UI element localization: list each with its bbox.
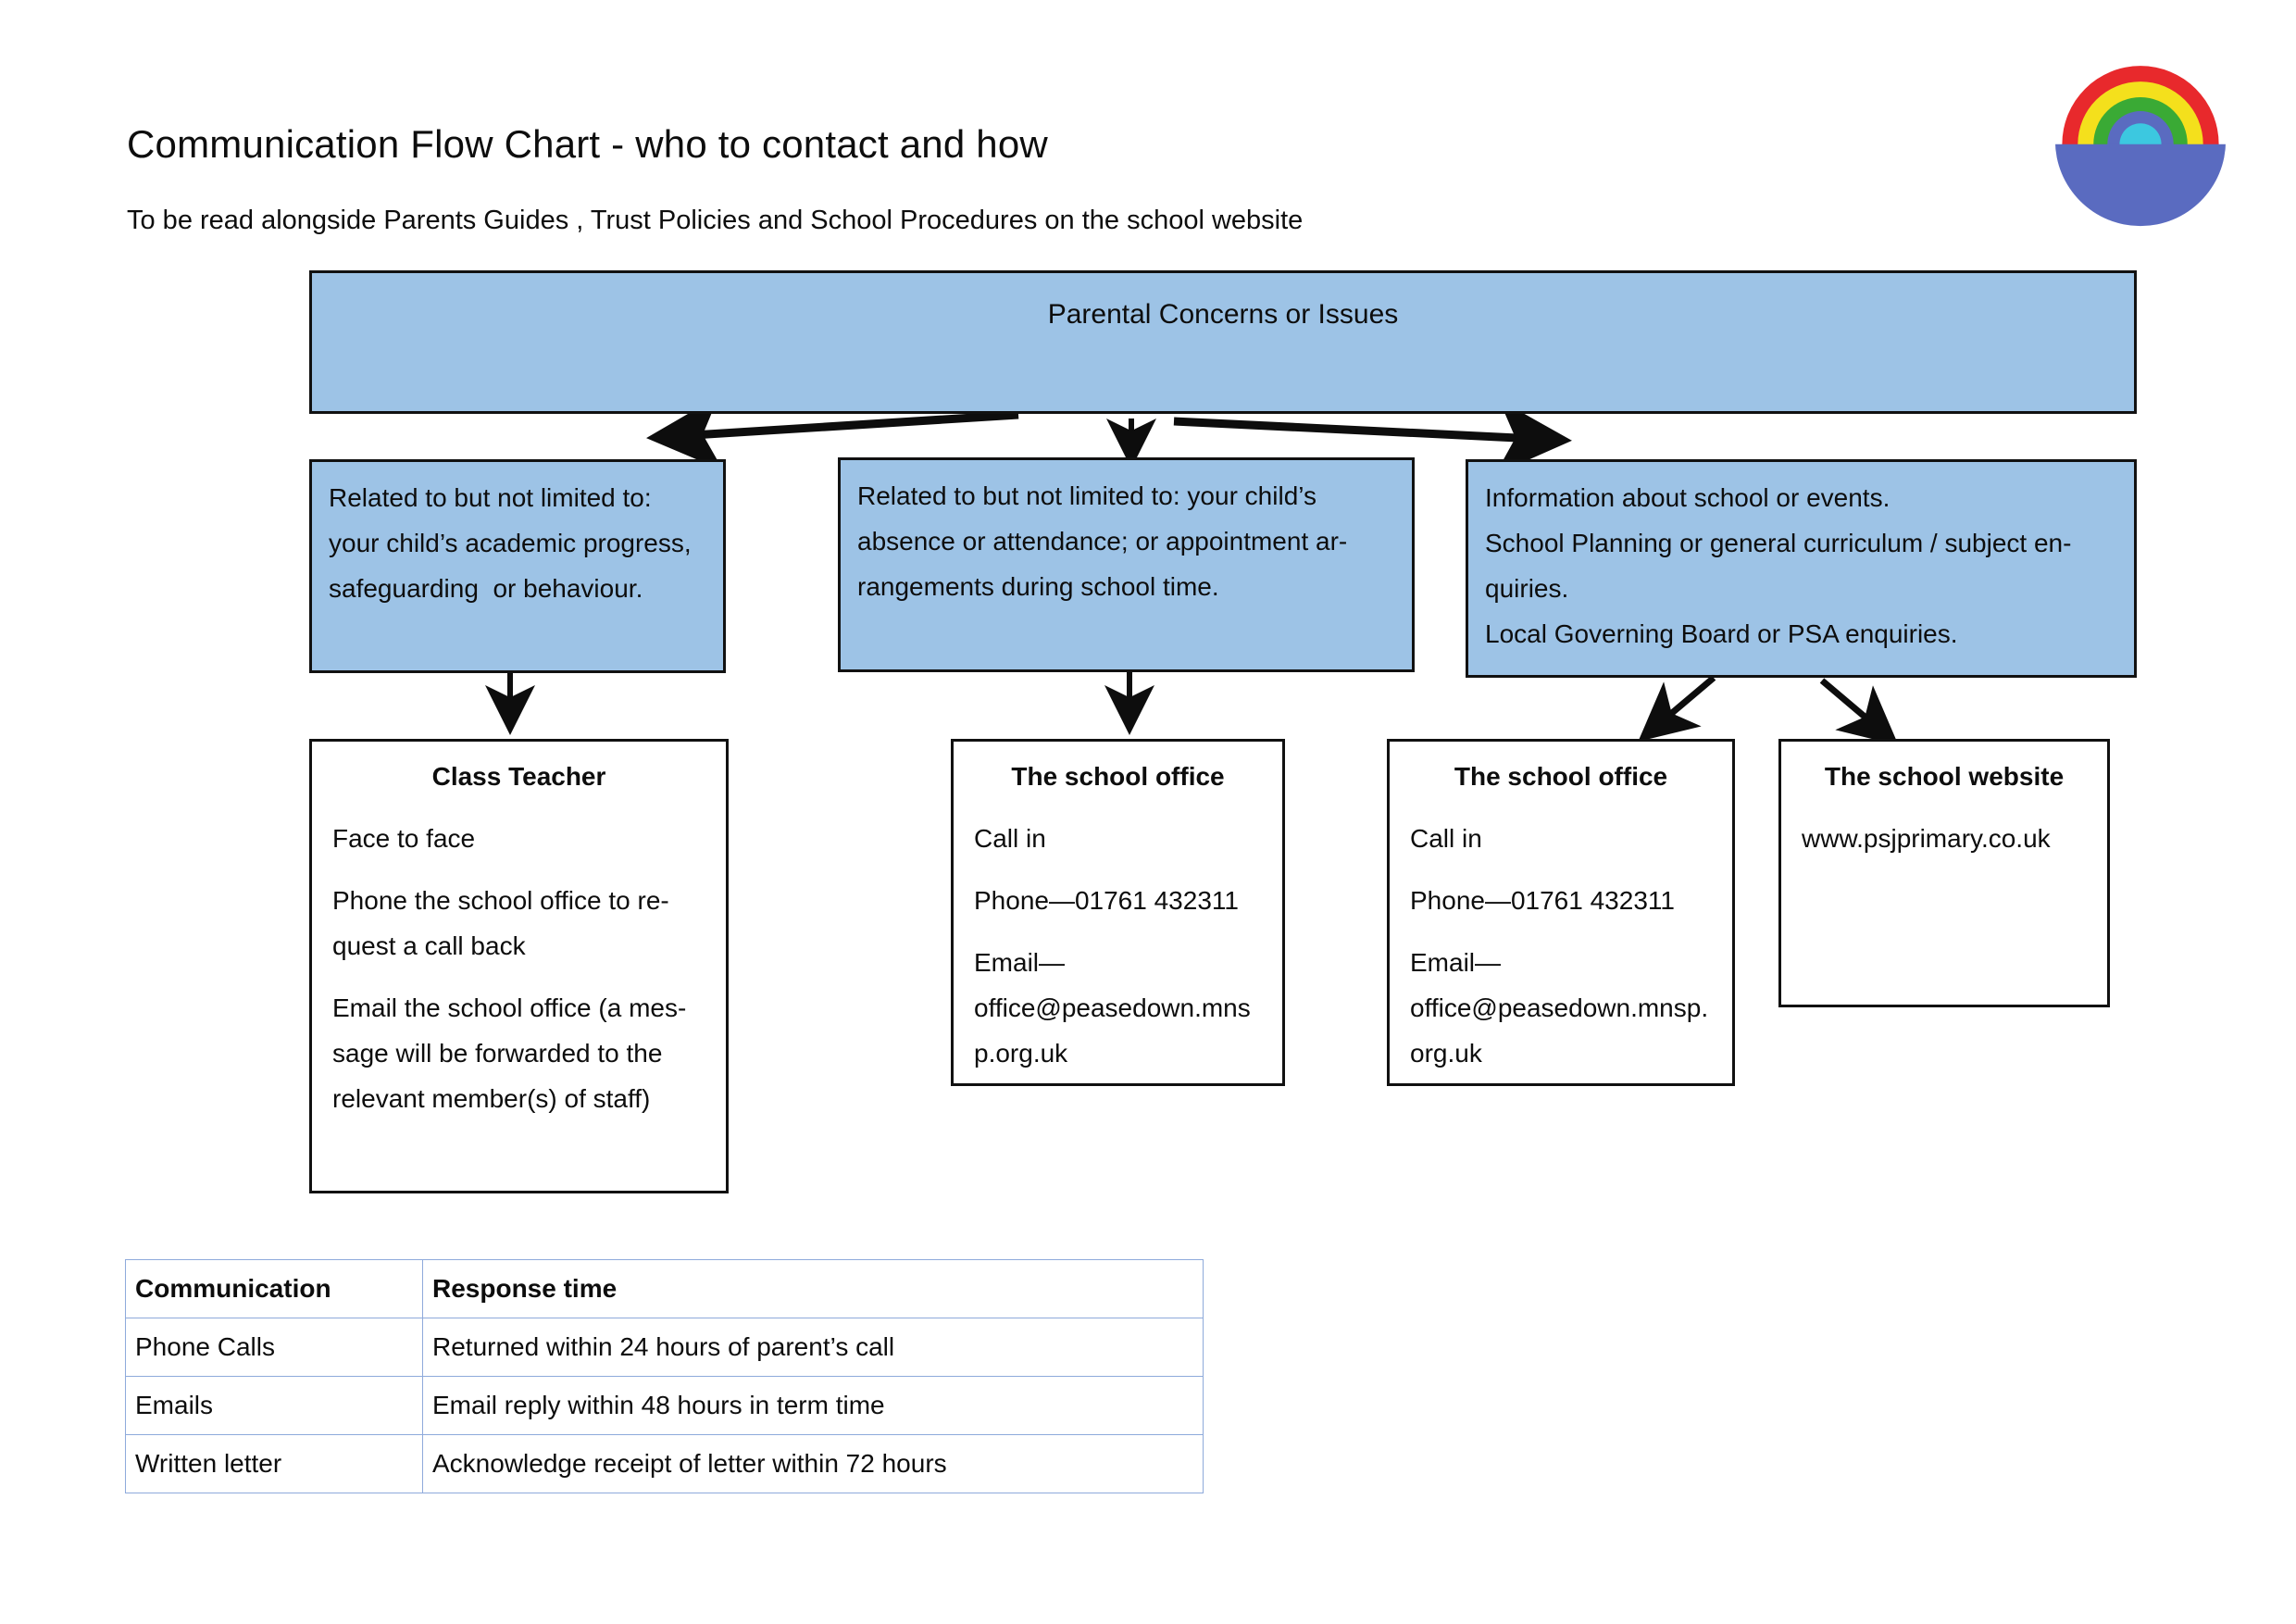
category-information: Information about school or events. Scho… [1466, 459, 2137, 678]
category-academic-line-3: safeguarding or behaviour. [329, 574, 643, 603]
contact-school-website: The school website www.psjprimary.co.uk [1778, 739, 2110, 1007]
category-academic-line-2: your child’s academic progress, [329, 529, 692, 557]
category-information-line-2: School Planning or general curriculum / … [1485, 529, 2072, 557]
contact-school-office-b-heading: The school office [1454, 762, 1668, 791]
rainbow-logo [2053, 54, 2227, 228]
table-row: Phone Calls Returned within 24 hours of … [125, 1318, 1204, 1377]
node-parental-concerns-label: Parental Concerns or Issues [1047, 299, 1399, 330]
contact-class-teacher-line-1: Face to face [332, 824, 476, 853]
contact-school-office-a-line-1: Call in [974, 824, 1046, 853]
category-information-line-4: Local Governing Board or PSA enquiries. [1485, 619, 1958, 648]
category-academic: Related to but not limited to: your chil… [309, 459, 726, 673]
category-attendance-line-2: absence or attendance; or appointment ar… [857, 527, 1348, 556]
page-title: Communication Flow Chart - who to contac… [127, 122, 1048, 166]
category-attendance-line-3: rangements during school time. [857, 572, 1219, 601]
table-header-communication: Communication [125, 1259, 423, 1318]
table-row: Written letter Acknowledge receipt of le… [125, 1434, 1204, 1493]
table-row: Emails Email reply within 48 hours in te… [125, 1376, 1204, 1435]
page-subtitle: To be read alongside Parents Guides , Tr… [127, 206, 1304, 235]
contact-class-teacher-line-2: Phone the school office to re- quest a c… [332, 886, 669, 960]
contact-school-office-b-line-1: Call in [1410, 824, 1482, 853]
node-parental-concerns: Parental Concerns or Issues [309, 270, 2137, 414]
table-header-row: Communication Response time [125, 1259, 1204, 1318]
table-header-response-time: Response time [422, 1259, 1204, 1318]
contact-school-office-b: The school office Call in Phone—01761 43… [1387, 739, 1735, 1086]
table-cell-response: Email reply within 48 hours in term time [422, 1376, 1204, 1435]
contact-class-teacher-line-3: Email the school office (a mes- sage wil… [332, 993, 687, 1113]
category-academic-line-1: Related to but not limited to: [329, 483, 652, 512]
contact-school-office-a-email: Email— office@peasedown.mns p.org.uk [974, 948, 1251, 1068]
contact-school-office-a-heading: The school office [1011, 762, 1225, 791]
contact-school-website-heading: The school website [1824, 762, 2065, 791]
category-information-line-3: quiries. [1485, 574, 1569, 603]
table-cell-response: Acknowledge receipt of letter within 72 … [422, 1434, 1204, 1493]
contact-school-office-b-email: Email— office@peasedown.mnsp. org.uk [1410, 948, 1709, 1068]
contact-class-teacher: Class Teacher Face to face Phone the sch… [309, 739, 729, 1193]
category-attendance: Related to but not limited to: your chil… [838, 457, 1415, 672]
contact-school-office-b-line-2: Phone—01761 432311 [1410, 886, 1675, 915]
contact-school-website-url: www.psjprimary.co.uk [1802, 824, 2051, 853]
table-cell-communication: Emails [125, 1376, 423, 1435]
category-information-line-1: Information about school or events. [1485, 483, 1890, 512]
contact-school-office-a: The school office Call in Phone—01761 43… [951, 739, 1285, 1086]
table-cell-response: Returned within 24 hours of parent’s cal… [422, 1318, 1204, 1377]
table-cell-communication: Phone Calls [125, 1318, 423, 1377]
contact-school-office-a-line-2: Phone—01761 432311 [974, 886, 1239, 915]
category-attendance-line-1: Related to but not limited to: your chil… [857, 481, 1316, 510]
response-time-table: Communication Response time Phone Calls … [125, 1259, 1204, 1493]
table-cell-communication: Written letter [125, 1434, 423, 1493]
contact-class-teacher-heading: Class Teacher [431, 762, 606, 791]
